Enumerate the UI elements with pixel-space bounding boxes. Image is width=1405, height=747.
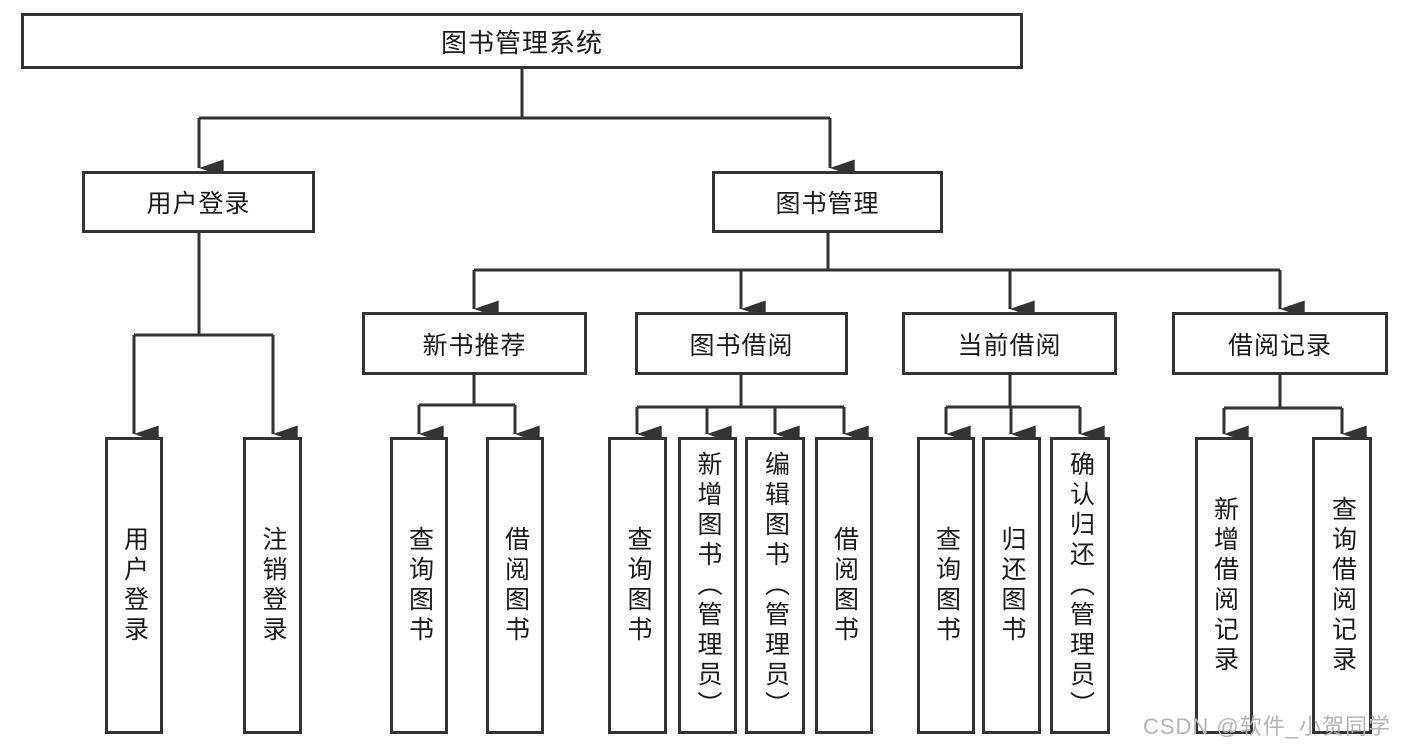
node-library-management-system: 图书管理系统 (21, 13, 1023, 69)
leaf-add-borrow-record: 新增借阅记录 (1195, 437, 1253, 734)
leaf-user-login: 用户登录 (105, 437, 163, 734)
leaf-query-books-2: 查询图书 (608, 437, 667, 734)
node-book-management: 图书管理 (712, 171, 943, 233)
leaf-logout: 注销登录 (243, 437, 302, 734)
csdn-watermark: CSDN @软件_小贺同学 (1142, 714, 1391, 739)
leaf-add-books-admin: 新增图书（管理员） (678, 437, 737, 734)
leaf-edit-books-admin: 编辑图书（管理员） (745, 437, 805, 734)
leaf-confirm-return-admin: 确认归还（管理员） (1050, 437, 1110, 734)
node-current-borrowing: 当前借阅 (902, 312, 1117, 375)
node-user-login: 用户登录 (82, 171, 315, 233)
leaf-query-borrow-record: 查询借阅记录 (1312, 437, 1372, 734)
leaf-query-books-1: 查询图书 (390, 437, 448, 734)
leaf-borrow-books-2: 借阅图书 (815, 437, 873, 734)
leaf-borrow-books-1: 借阅图书 (486, 437, 544, 734)
leaf-query-books-3: 查询图书 (917, 437, 975, 734)
leaf-return-books: 归还图书 (982, 437, 1041, 734)
node-new-book-recommendation: 新书推荐 (362, 312, 587, 375)
node-book-borrowing: 图书借阅 (635, 312, 848, 375)
node-borrowing-records: 借阅记录 (1172, 312, 1388, 375)
